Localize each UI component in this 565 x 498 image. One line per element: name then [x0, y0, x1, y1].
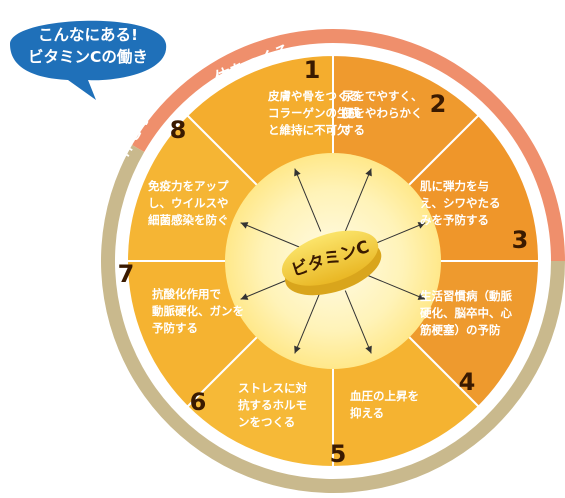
- segment-labels: 皮膚や骨をつくるコラーゲンの生成と維持に不可欠 1 尿をでやすく、便をやわらかくする…: [118, 56, 529, 468]
- arrow-head: [294, 345, 301, 354]
- speech-bubble: こんなにある! ビタミンCの働き: [10, 20, 167, 100]
- vitamin-c-tablet: ビタミンC: [281, 230, 382, 296]
- segment-4-text: 生活習慣病（動脈硬化、脳卒中、心筋梗塞）の予防: [419, 289, 512, 337]
- segment-6-text: ストレスに対抗するホルモンをつくる: [238, 381, 307, 429]
- bubble-line-1: こんなにある!: [38, 26, 138, 44]
- segment-3-text: 肌に弾力を与え、シワやたるみを予防する: [420, 179, 501, 227]
- segment-2-number: 2: [430, 90, 447, 118]
- arrow-head: [365, 168, 372, 177]
- segment-4-number: 4: [459, 368, 476, 396]
- arrow-line: [344, 290, 372, 354]
- segment-1-text: 皮膚や骨をつくるコラーゲンの生成と維持に不可欠: [267, 89, 360, 137]
- arrow-head: [417, 222, 426, 229]
- arrow-line: [362, 272, 426, 300]
- segment-1-number: 1: [304, 56, 321, 84]
- bubble-line-2: ビタミンCの働き: [28, 47, 148, 66]
- segment-2-text: 尿をでやすく、便をやわらかくする: [342, 89, 423, 137]
- arrow-head: [240, 222, 249, 229]
- arrow-head: [240, 293, 249, 300]
- arrow-line: [294, 168, 322, 232]
- arrow-line: [240, 222, 304, 250]
- segment-wheel: [125, 53, 541, 469]
- segment-5-number: 5: [330, 440, 347, 468]
- segment-7-text: 抗酸化作用で動脈硬化、ガンを予防する: [152, 287, 244, 335]
- segment-6-number: 6: [190, 388, 207, 416]
- segment-8-number: 8: [170, 116, 187, 144]
- arrow-head: [365, 345, 372, 354]
- arrow-line: [344, 168, 372, 232]
- segment-5-text: 血圧の上昇を抑える: [350, 389, 419, 420]
- arrow-head: [417, 293, 426, 300]
- segment-3-number: 3: [512, 226, 529, 254]
- segment-7-number: 7: [118, 260, 135, 288]
- segment-8-text: 免疫力をアップし、ウイルスや細菌感染を防ぐ: [148, 179, 229, 227]
- arrow-line: [294, 290, 322, 354]
- arrow-head: [294, 168, 301, 177]
